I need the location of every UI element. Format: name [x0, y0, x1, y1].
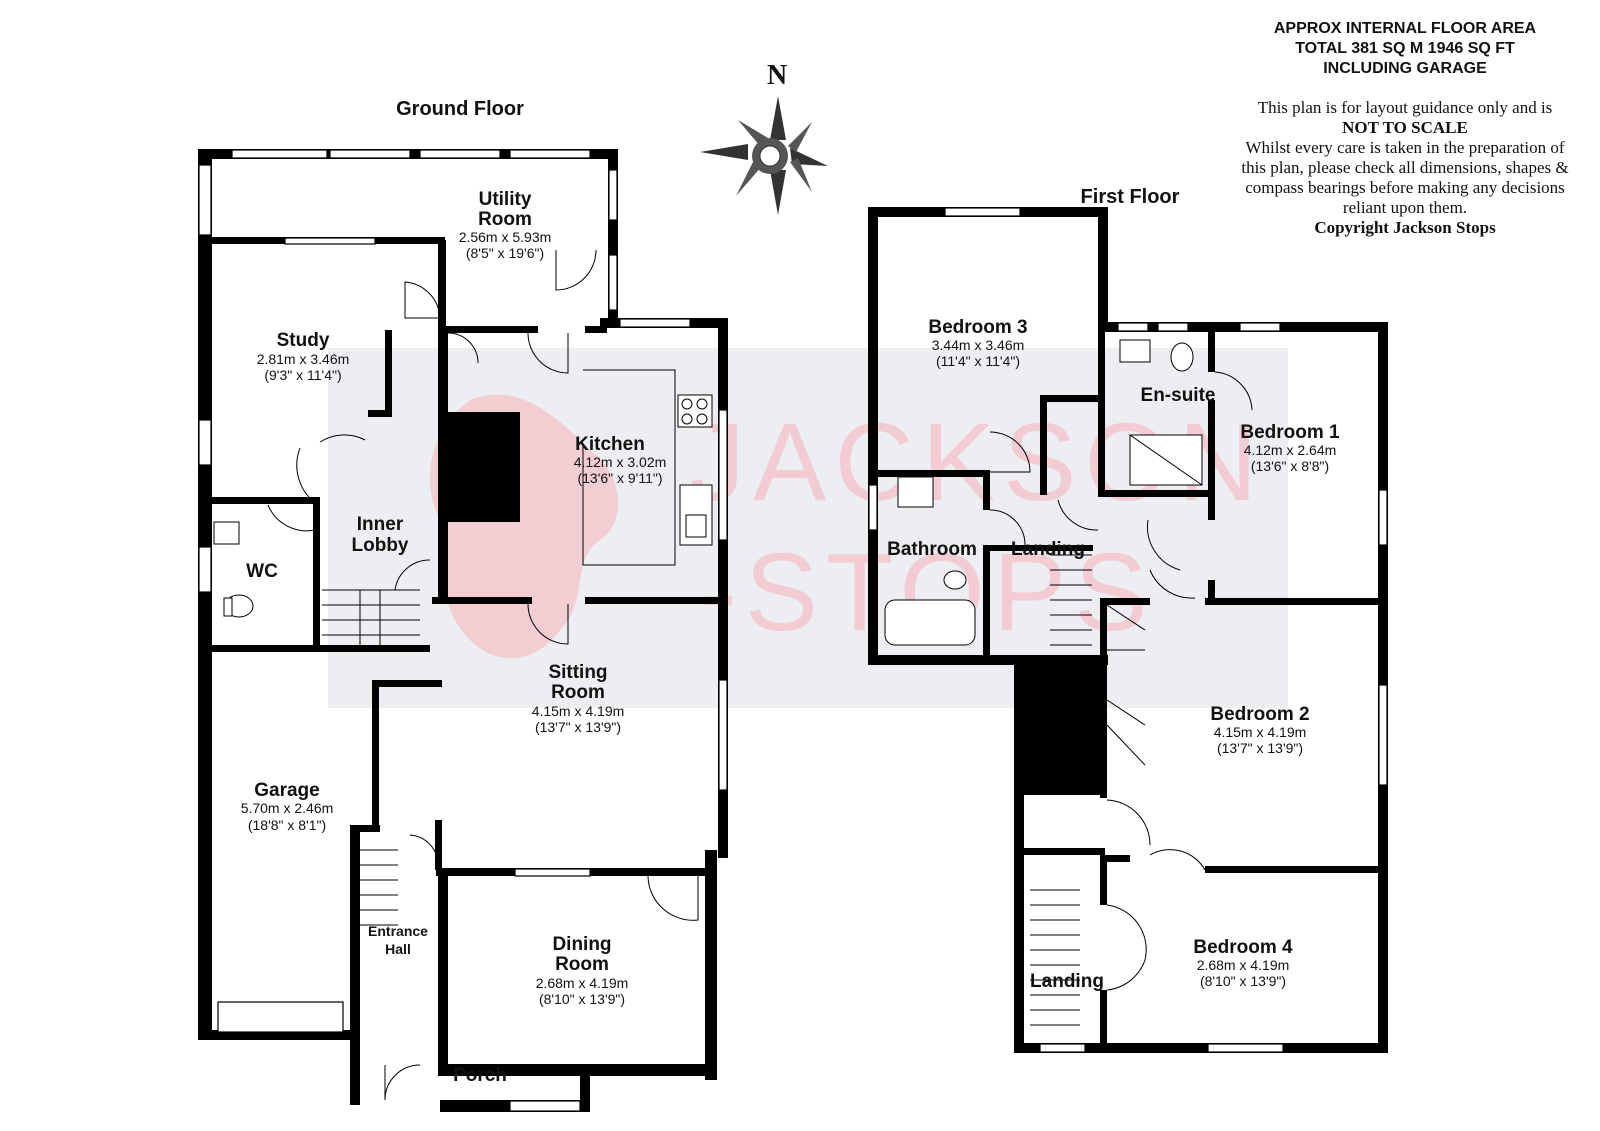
disclaimer: This plan is for layout guidance only an… [1241, 98, 1568, 237]
room-entrance-hall: Entrance Hall [368, 923, 428, 957]
room-kitchen: Kitchen 4.12m x 3.02m (13'6" x 9'11") [574, 434, 667, 486]
room-name: Room [551, 682, 605, 703]
stairs-icon [1030, 889, 1080, 1026]
room-dim-imperial: (9'3" x 11'4") [264, 367, 341, 383]
room-dim-metric: 4.15m x 4.19m [1214, 724, 1307, 740]
first-floor-windows [868, 207, 1388, 1053]
disclaimer-line-6: reliant upon them. [1343, 198, 1467, 217]
room-name: Room [478, 209, 532, 230]
room-dim-metric: 5.70m x 2.46m [241, 800, 334, 816]
room-name: Hall [385, 941, 411, 957]
room-dim-metric: 2.56m x 5.93m [459, 229, 552, 245]
room-study: Study 2.81m x 3.46m (9'3" x 11'4") [257, 330, 350, 383]
room-name: Bedroom 4 [1193, 937, 1293, 958]
ground-floor-title: Ground Floor [396, 98, 524, 120]
room-name: Bedroom 3 [928, 317, 1027, 338]
room-dim-metric: 3.44m x 3.46m [932, 337, 1025, 353]
ground-floor-doors [267, 249, 699, 1101]
compass-rose-icon: N [700, 60, 828, 215]
room-landing-2: Landing [1030, 971, 1104, 992]
room-dim-metric: 2.68m x 4.19m [1197, 957, 1290, 973]
room-dim-imperial: (13'7" x 13'9") [535, 719, 621, 735]
room-garage: Garage 5.70m x 2.46m (18'8" x 8'1") [241, 780, 334, 833]
room-name: Dining [552, 934, 611, 955]
room-name: Utility [479, 189, 532, 210]
room-name: Inner [357, 514, 404, 535]
room-dim-metric: 4.15m x 4.19m [532, 703, 625, 719]
room-inner-lobby: Inner Lobby [352, 514, 409, 556]
room-name: Lobby [352, 535, 409, 556]
room-name: WC [246, 561, 278, 582]
disclaimer-line-4: this plan, please check all dimensions, … [1241, 158, 1568, 177]
copyright: Copyright Jackson Stops [1314, 218, 1496, 237]
disclaimer-line-5: compass bearings before making any decis… [1245, 178, 1565, 197]
room-utility: Utility Room 2.56m x 5.93m (8'5" x 19'6"… [459, 189, 552, 261]
watermark: JACKSON -STOPS [328, 348, 1288, 708]
area-line-3: INCLUDING GARAGE [1323, 60, 1487, 77]
basin-icon [897, 476, 934, 508]
room-name: Kitchen [575, 434, 645, 455]
room-name: Porch [453, 1065, 507, 1086]
room-name: Landing [1011, 539, 1085, 560]
room-dim-imperial: (8'5" x 19'6") [466, 245, 544, 261]
first-floor-title: First Floor [1081, 186, 1180, 208]
room-dim-imperial: (11'4" x 11'4") [936, 353, 1020, 369]
room-bathroom: Bathroom [887, 539, 977, 560]
room-name: Bathroom [887, 539, 977, 560]
room-bedroom-2: Bedroom 2 4.15m x 4.19m (13'7" x 13'9") [1210, 704, 1309, 756]
room-dim-imperial: (13'7" x 13'9") [1217, 740, 1303, 756]
room-name: Bedroom 2 [1210, 704, 1309, 725]
disclaimer-line-2: NOT TO SCALE [1342, 118, 1468, 137]
room-name: En-suite [1141, 385, 1216, 406]
room-name: Entrance [368, 923, 428, 939]
stairs-icon [1050, 554, 1092, 646]
room-dim-metric: 2.68m x 4.19m [536, 975, 629, 991]
room-name: Room [555, 954, 609, 975]
first-floor-doors [989, 371, 1253, 991]
room-dim-imperial: (13'6" x 8'8") [1251, 458, 1329, 474]
basin-icon [213, 521, 240, 545]
ground-floor-fixtures [213, 369, 713, 926]
disclaimer-line-3: Whilst every care is taken in the prepar… [1245, 138, 1564, 157]
toilet-icon [1170, 342, 1194, 372]
room-landing: Landing [1011, 539, 1085, 560]
stairs-icon [322, 589, 420, 645]
room-dim-imperial: (18'8" x 8'1") [248, 817, 326, 833]
room-dim-metric: 2.81m x 3.46m [257, 351, 350, 367]
area-line-2: TOTAL 381 SQ M 1946 SQ FT [1295, 40, 1515, 57]
stairs-icon [360, 849, 398, 926]
disclaimer-line-1: This plan is for layout guidance only an… [1258, 98, 1553, 117]
room-bedroom-4: Bedroom 4 2.68m x 4.19m (8'10" x 13'9") [1193, 937, 1293, 989]
room-wc: WC [246, 561, 278, 582]
room-porch: Porch [453, 1065, 507, 1086]
room-dim-metric: 4.12m x 3.02m [574, 454, 667, 470]
ground-floor-windows [198, 149, 728, 1112]
room-name: Study [277, 330, 330, 351]
bath-icon [884, 599, 976, 646]
area-summary: APPROX INTERNAL FLOOR AREA TOTAL 381 SQ … [1274, 20, 1537, 77]
room-bedroom-3: Bedroom 3 3.44m x 3.46m (11'4" x 11'4") [928, 317, 1027, 369]
room-name: Landing [1030, 971, 1104, 992]
room-dim-metric: 4.12m x 2.64m [1244, 442, 1337, 458]
room-en-suite: En-suite [1141, 385, 1216, 406]
compass-north-label: N [767, 60, 787, 91]
room-dining: Dining Room 2.68m x 4.19m (8'10" x 13'9"… [536, 934, 629, 1007]
room-name: Sitting [548, 662, 607, 683]
first-floor-fixtures [884, 339, 1203, 1026]
toilet-icon [943, 570, 967, 590]
room-dim-imperial: (8'10" x 13'9") [1200, 973, 1286, 989]
room-name: Bedroom 1 [1240, 422, 1340, 443]
room-bedroom-1: Bedroom 1 4.12m x 2.64m (13'6" x 8'8") [1240, 422, 1340, 474]
basin-icon [1119, 339, 1151, 363]
room-name: Garage [254, 780, 319, 801]
room-dim-imperial: (8'10" x 13'9") [539, 991, 625, 1007]
area-line-1: APPROX INTERNAL FLOOR AREA [1274, 20, 1537, 37]
room-sitting: Sitting Room 4.15m x 4.19m (13'7" x 13'9… [532, 662, 625, 735]
room-dim-imperial: (13'6" x 9'11") [577, 470, 662, 486]
